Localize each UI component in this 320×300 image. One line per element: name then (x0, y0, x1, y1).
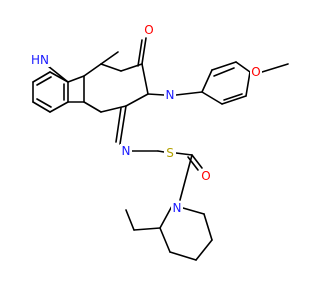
atom-label-o-carbonyl: O (144, 23, 153, 37)
atom-label-o-amide: O (201, 169, 210, 183)
atom-label-n3: N (166, 88, 175, 102)
bond (36, 98, 52, 108)
bond (235, 61, 251, 73)
bond (175, 91, 203, 96)
bond (203, 213, 213, 241)
bond (125, 209, 135, 231)
bond (211, 61, 237, 71)
atom-n-piperidine: N (171, 201, 183, 215)
bond (147, 93, 165, 96)
bond (47, 65, 69, 83)
atom-label-s: S (166, 146, 174, 160)
bond (125, 93, 149, 107)
bond (187, 156, 199, 171)
bond (159, 227, 171, 253)
bond (169, 251, 197, 261)
atom-labels: HN O N N S O O (30, 23, 262, 215)
atom-label-n-piperidine: N (173, 201, 182, 215)
bond (115, 107, 122, 143)
atom-label-n1: N (122, 144, 131, 158)
bond (36, 76, 52, 86)
bond (141, 63, 149, 95)
bond (100, 51, 119, 65)
bond (100, 63, 122, 72)
atom-o-carbonyl: O (143, 23, 155, 37)
bond (182, 207, 205, 215)
atom-n3: N (164, 88, 176, 102)
bond (67, 75, 85, 83)
bond (191, 154, 203, 169)
bond (83, 101, 102, 113)
bond (141, 37, 147, 65)
bond (223, 93, 243, 101)
bond (261, 63, 289, 73)
bond (179, 154, 193, 201)
atom-o-amide: O (200, 169, 212, 183)
bond-lines (32, 37, 289, 261)
bond (32, 71, 51, 83)
atom-label-o-methoxy: O (251, 65, 260, 79)
bond (133, 227, 161, 231)
bond (195, 239, 213, 261)
molecule-structure: HN O N N S O O (30, 23, 289, 261)
bond (137, 39, 143, 67)
atom-o-methoxy: O (250, 65, 262, 79)
bond (119, 105, 127, 145)
bond (221, 95, 247, 105)
bond (157, 150, 165, 153)
bond (201, 69, 213, 93)
atom-nh: HN (30, 53, 50, 67)
bond (49, 101, 69, 113)
bond (201, 91, 223, 105)
bond (245, 71, 251, 97)
bond (100, 105, 127, 113)
bond (83, 63, 102, 77)
bond (32, 101, 51, 113)
atom-label-nh: HN (31, 53, 49, 67)
atom-s: S (164, 146, 176, 160)
atom-n1: N (120, 144, 132, 158)
bond (159, 205, 173, 229)
bond (175, 152, 193, 156)
bond (213, 67, 235, 77)
